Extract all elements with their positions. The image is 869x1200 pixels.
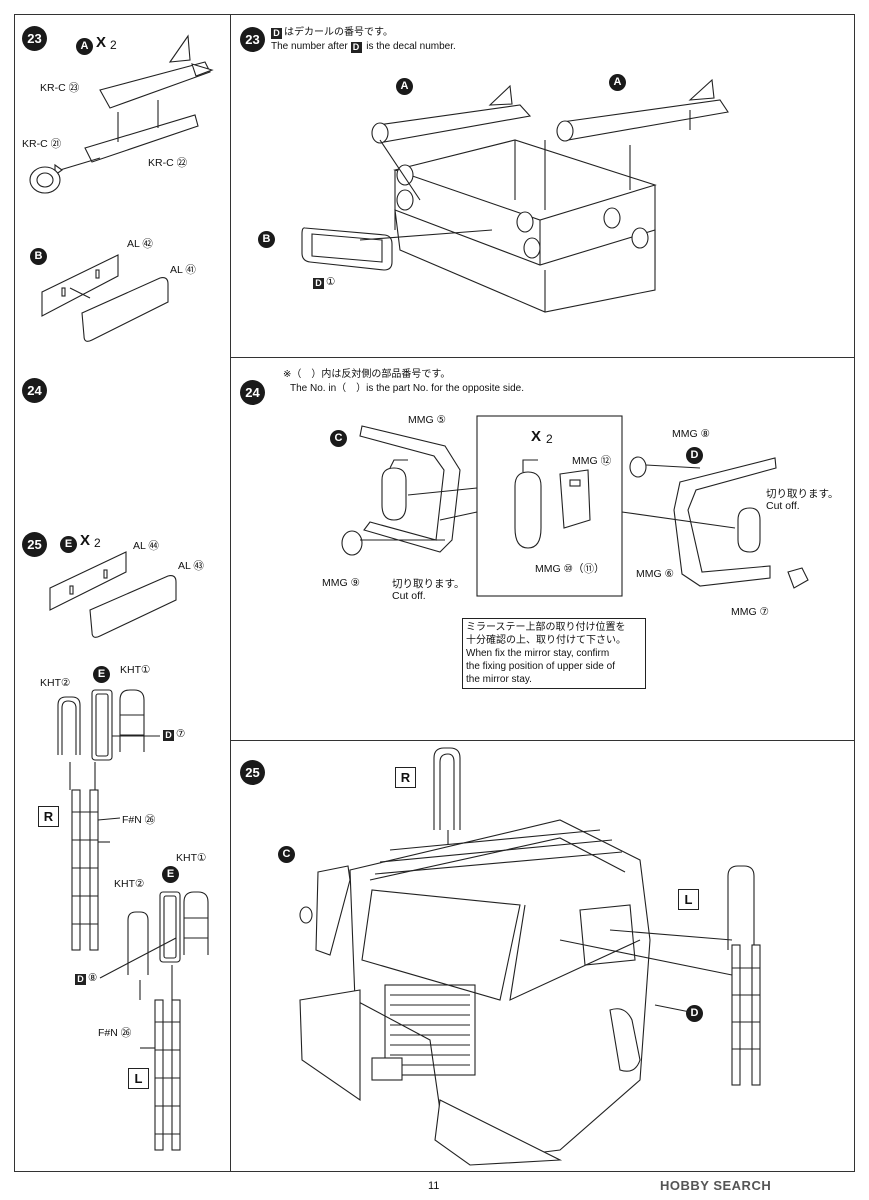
step-23-right-badge: 23: [240, 27, 265, 52]
marker-e-ladder-b: E: [162, 866, 179, 883]
side-r-box-left: R: [38, 806, 59, 827]
column-divider: [230, 14, 231, 1172]
label-d1-text: ①: [326, 276, 336, 288]
opposite-side-note-en: The No. in（ ）is the part No. for the opp…: [290, 383, 524, 394]
marker-d-mirror: D: [686, 447, 703, 464]
missile-assembly-drawing: [29, 34, 214, 194]
marker-b-right: B: [258, 231, 275, 248]
label-kht1-b: KHT①: [176, 852, 207, 864]
decal-mark: D: [163, 730, 174, 741]
caution-line-3: When fix the mirror stay, confirm: [466, 648, 610, 659]
label-fn26-b: F#N ㉖: [98, 1027, 132, 1039]
label-al53: AL ㊸: [178, 560, 204, 572]
decal-note-jp-text: はデカールの番号です。: [284, 27, 393, 38]
label-kht2-b: KHT②: [114, 878, 145, 890]
caution-line-2: 十分確認の上、取り付けて下さい。: [466, 635, 626, 646]
cut-off-jp-left: 切り取ります。: [392, 578, 465, 590]
section-divider-1: [230, 357, 855, 358]
marker-b-left: B: [30, 248, 47, 265]
side-r-box-right: R: [395, 767, 416, 788]
label-mmg10: MMG ⑩（⑪）: [535, 563, 605, 575]
x2-mark-24: X: [531, 428, 542, 445]
label-mmg6: MMG ⑥: [636, 568, 674, 580]
label-kr-c23: KR-C ㉓: [40, 82, 80, 94]
label-al51: AL ㊶: [170, 264, 196, 276]
step-25-right-badge: 25: [240, 760, 265, 785]
label-kht2-a: KHT②: [40, 677, 71, 689]
triangle-2-mark-24: 2: [546, 432, 553, 446]
label-kr-c22: KR-C ㉒: [148, 157, 188, 169]
label-kr-c21: KR-C ㉑: [22, 138, 62, 150]
cut-off-en-right: Cut off.: [766, 500, 800, 512]
decal-mark: D: [75, 974, 86, 985]
step-23-left-badge: 23: [22, 26, 47, 51]
label-kht1-a: KHT①: [120, 664, 151, 676]
marker-e-left: E: [60, 536, 77, 553]
lamp-b-drawing: [41, 254, 169, 342]
marker-d-cab: D: [686, 1005, 703, 1022]
watermark: HOBBY SEARCH: [660, 1178, 772, 1193]
decal-note-en-a: The number after: [271, 41, 348, 52]
mirror-assembly-drawing: [341, 415, 809, 597]
step-24-left-badge: 24: [22, 378, 47, 403]
section-divider-2: [230, 740, 855, 741]
label-al54: AL ㊹: [133, 540, 159, 552]
marker-a-right-2: A: [609, 74, 626, 91]
marker-c-mirror: C: [330, 430, 347, 447]
x2-mark: X: [96, 34, 107, 51]
marker-a-left: A: [76, 38, 93, 55]
triangle-2-mark-25: 2: [94, 536, 101, 550]
marker-e-ladder-a: E: [93, 666, 110, 683]
label-mmg5: MMG ⑤: [408, 414, 446, 426]
mirror-stay-caution-box: ミラーステー上部の取り付け位置を 十分確認の上、取り付けて下さい。 When f…: [462, 618, 646, 689]
lamp-e-drawing: [49, 551, 177, 638]
page-number: 11: [428, 1180, 440, 1192]
label-d8-text: ⑧: [88, 972, 98, 984]
caution-line-4: the fixing position of upper side of: [466, 661, 615, 672]
cut-off-en-left: Cut off.: [392, 590, 426, 602]
cut-off-jp-right: 切り取ります。: [766, 488, 839, 500]
decal-note-en: The number after D is the decal number.: [271, 40, 456, 53]
label-al52: AL ㊷: [127, 238, 153, 250]
triangle-2-mark: 2: [110, 38, 117, 52]
label-fn26-a: F#N ㉖: [122, 814, 156, 826]
decal-note-en-b: is the decal number.: [366, 41, 456, 52]
label-mmg12: MMG ⑫: [572, 455, 612, 467]
roof-rack-assembly-drawing: [301, 78, 729, 313]
caution-line-5: the mirror stay.: [466, 674, 532, 685]
side-l-box-left: L: [128, 1068, 149, 1089]
step-25-left-badge: 25: [22, 532, 47, 557]
label-mmg9: MMG ⑨: [322, 577, 360, 589]
decal-mark: D: [350, 42, 362, 53]
ladder-assembly-drawing: [57, 689, 209, 1151]
decal-mark: D: [313, 278, 324, 289]
page-frame: [14, 14, 855, 1172]
label-mmg7: MMG ⑦: [731, 606, 769, 618]
side-l-box-right: L: [678, 889, 699, 910]
decal-mark: D: [271, 28, 282, 39]
label-mmg8: MMG ⑧: [672, 428, 710, 440]
opposite-side-note-jp: ※（ ）内は反対側の部品番号です。: [283, 369, 451, 380]
x2-mark-25: X: [80, 532, 91, 549]
marker-c-cab: C: [278, 846, 295, 863]
marker-a-right-1: A: [396, 78, 413, 95]
caution-line-1: ミラーステー上部の取り付け位置を: [466, 622, 626, 633]
label-d7-text: ⑦: [176, 728, 186, 740]
step-24-right-badge: 24: [240, 380, 265, 405]
